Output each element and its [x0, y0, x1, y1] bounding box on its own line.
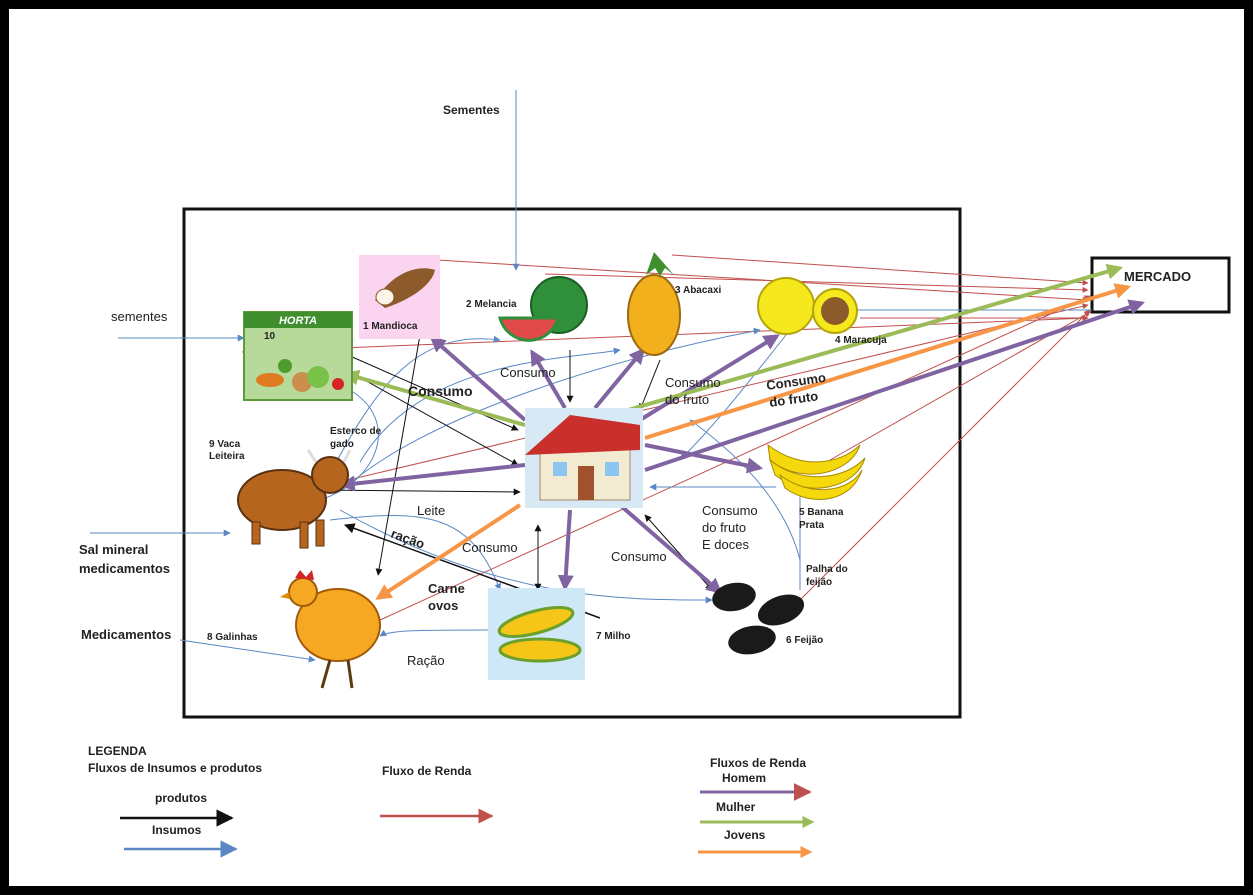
medicamentos-cow-label: medicamentos	[79, 561, 170, 576]
legend-homem-label: Homem	[722, 771, 766, 785]
vaca-node: 9 Vaca Leiteira	[209, 439, 352, 549]
feijao-node: 6 Feijão	[712, 582, 823, 655]
milho-node: 7 Milho	[488, 588, 630, 680]
legend-jovens-label: Jovens	[724, 828, 766, 842]
sementes-left-label: sementes	[111, 309, 168, 324]
banana-label-1: 5 Banana	[799, 507, 844, 518]
milho-label: 7 Milho	[596, 631, 630, 642]
vaca-label-2: Leiteira	[209, 451, 245, 462]
gender-flows	[338, 263, 1146, 600]
sal-mineral-label: Sal mineral	[79, 542, 148, 557]
market-box	[1090, 256, 1231, 314]
legend-insumos-label: Insumos	[152, 823, 202, 837]
flow-label-consumo-abacaxi-2: do fruto	[665, 392, 709, 407]
banana-label-2: Prata	[799, 520, 824, 531]
flow-label-consumo-banana-3: E doces	[702, 537, 749, 552]
flow-label-consumo-abacaxi-1: Consumo	[665, 375, 721, 390]
flow-label-racao: Ração	[407, 653, 445, 668]
legend-renda-label: Fluxo de Renda	[382, 764, 472, 778]
legend-renda-genero-title: Fluxos de Renda	[710, 756, 806, 770]
flow-label-consumo-milho: Consumo	[462, 540, 518, 555]
flow-label-esterco-1: Esterco de	[330, 426, 382, 437]
melancia-node: 2 Melancia	[466, 276, 588, 342]
house-node	[525, 408, 643, 508]
horta-node: HORTA 10	[243, 311, 353, 401]
farm-flow-diagram: MERCADO	[79, 90, 1231, 858]
flow-label-ovos: ovos	[428, 598, 458, 613]
flow-label-palha-1: Palha do	[806, 564, 848, 575]
abacaxi-label: 3 Abacaxi	[675, 285, 722, 296]
flow-label-leite: Leite	[417, 503, 445, 518]
flow-label-consumo-banana-1: Consumo	[702, 503, 758, 518]
banana-node: 5 Banana Prata	[767, 443, 866, 531]
flow-label-carne: Carne	[428, 581, 465, 596]
diagram-page: MERCADO	[9, 9, 1244, 886]
input-flows	[90, 90, 1092, 663]
mandioca-label: 1 Mandioca	[363, 321, 418, 332]
medicamentos-chicken-label: Medicamentos	[81, 627, 171, 642]
sementes-top-label: Sementes	[443, 103, 500, 117]
flow-label-consumo-maracuja-2: do fruto	[768, 388, 819, 410]
melancia-label: 2 Melancia	[466, 299, 517, 310]
market-label: MERCADO	[1124, 269, 1191, 284]
mandioca-node: 1 Mandioca	[359, 255, 440, 339]
horta-label: 10	[264, 331, 276, 342]
flow-label-palha-2: feijão	[806, 577, 832, 588]
legend-mulher-label: Mulher	[716, 800, 756, 814]
vaca-label-1: 9 Vaca	[209, 439, 241, 450]
feijao-label: 6 Feijão	[786, 635, 823, 646]
maracuja-node: 4 Maracuja	[757, 277, 887, 346]
flow-label-consumo-feijao: Consumo	[611, 549, 667, 564]
farm-boundary	[182, 207, 962, 719]
flow-label-esterco-2: gado	[330, 439, 354, 450]
abacaxi-node: 3 Abacaxi	[627, 252, 722, 356]
flow-label-consumo-melancia: Consumo	[500, 365, 556, 380]
legend-produtos-label: produtos	[155, 791, 207, 805]
legend-subtitle: Fluxos de Insumos e produtos	[88, 761, 262, 775]
horta-sign: HORTA	[279, 315, 317, 327]
flow-label-consumo-horta: Consumo	[408, 383, 473, 399]
galinhas-label: 8 Galinhas	[207, 632, 258, 643]
galinhas-node: 8 Galinhas	[207, 570, 381, 689]
legend-title: LEGENDA	[88, 744, 147, 758]
flow-label-consumo-banana-2: do fruto	[702, 520, 746, 535]
maracuja-label: 4 Maracuja	[835, 335, 887, 346]
legend: LEGENDA Fluxos de Insumos e produtos pro…	[88, 744, 815, 858]
